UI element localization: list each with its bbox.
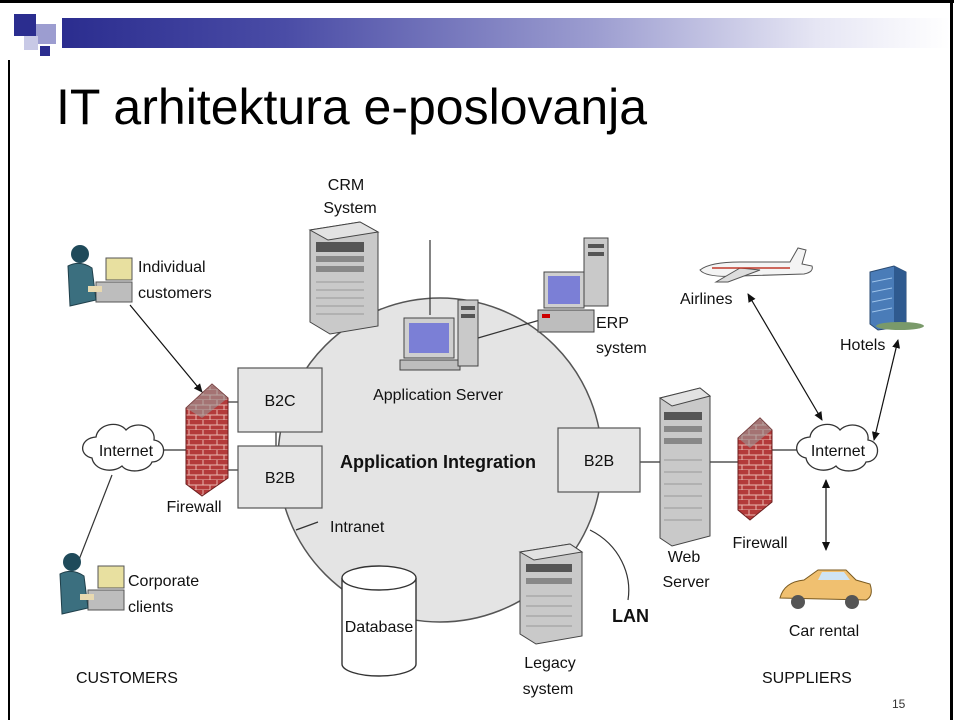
b2b-right-box: B2B: [557, 427, 641, 493]
suppliers-heading: SUPPLIERS: [762, 670, 852, 687]
internet-right-label: Internet: [811, 443, 866, 460]
connector-lines: [74, 240, 800, 601]
firewall-left-icon: [185, 383, 229, 497]
individual-customers-line1: Individual: [138, 259, 206, 276]
web-server-label-line1: Web: [668, 549, 701, 566]
legacy-system-icon: [518, 543, 584, 645]
airplane-icon: [699, 247, 813, 283]
crm-server-icon: [308, 221, 380, 335]
hotel-icon: [869, 265, 924, 331]
corporate-client-icon: [59, 553, 125, 615]
lan-curve: [589, 529, 630, 601]
page-number: 15: [892, 697, 906, 711]
left-border: [8, 60, 10, 720]
title-gradient-bar: [62, 18, 950, 48]
deco-square-dark: [14, 14, 36, 36]
arrow-hotels-internet: [871, 339, 901, 441]
lan-label: LAN: [612, 606, 649, 626]
corporate-clients-line2: clients: [128, 599, 173, 616]
internet-to-corporate-line: [74, 474, 113, 571]
b2c-box: B2C: [237, 367, 323, 433]
crm-label-line1: CRM: [328, 177, 364, 194]
web-server-label-line2: Server: [662, 574, 710, 591]
car-rental-label: Car rental: [789, 623, 859, 640]
legacy-label-line1: Legacy: [524, 655, 576, 672]
arrow-customers-firewall: [129, 304, 203, 393]
application-server-icon: [399, 299, 479, 371]
svg-text:B2B: B2B: [584, 453, 614, 470]
svg-text:B2C: B2C: [264, 393, 295, 410]
firewall-left-label: Firewall: [166, 499, 221, 516]
top-border: [0, 0, 954, 3]
arrows: [129, 293, 901, 551]
internet-left-label: Internet: [99, 443, 154, 460]
individual-customers-line2: customers: [138, 285, 212, 302]
corporate-clients-line1: Corporate: [128, 573, 199, 590]
right-border: [950, 0, 953, 720]
firewall-right-icon: [737, 417, 773, 521]
crm-label-line2: System: [323, 200, 376, 217]
slide-title: IT arhitektura e-poslovanja: [56, 79, 648, 135]
erp-system-icon: [537, 237, 609, 333]
airlines-label: Airlines: [680, 291, 732, 308]
deco-square-pale: [24, 36, 38, 50]
firewall-right-label: Firewall: [732, 535, 787, 552]
deco-square-small: [40, 46, 50, 56]
web-server-icon: [658, 387, 712, 547]
database-icon: Database: [341, 565, 417, 677]
b2b-left-box: B2B: [237, 445, 323, 509]
erp-label-line2: system: [596, 340, 647, 357]
individual-customer-icon: [67, 245, 133, 307]
intranet-label: Intranet: [330, 519, 385, 536]
application-server-label: Application Server: [373, 387, 504, 404]
legacy-label-line2: system: [523, 681, 574, 698]
database-label: Database: [345, 619, 414, 636]
erp-label-line1: ERP: [596, 315, 629, 332]
arrow-airlines-internet: [747, 293, 823, 421]
deco-square-light: [36, 24, 56, 44]
svg-text:B2B: B2B: [265, 470, 295, 487]
application-integration-label: Application Integration: [340, 452, 536, 472]
internet-cloud-right: Internet: [796, 423, 879, 472]
internet-cloud-left: Internet: [82, 423, 165, 472]
customers-heading: CUSTOMERS: [76, 670, 178, 687]
server-to-erp-line: [477, 319, 541, 339]
car-icon: [779, 569, 872, 609]
intranet-pointer: [295, 521, 319, 531]
hotels-label: Hotels: [840, 337, 885, 354]
